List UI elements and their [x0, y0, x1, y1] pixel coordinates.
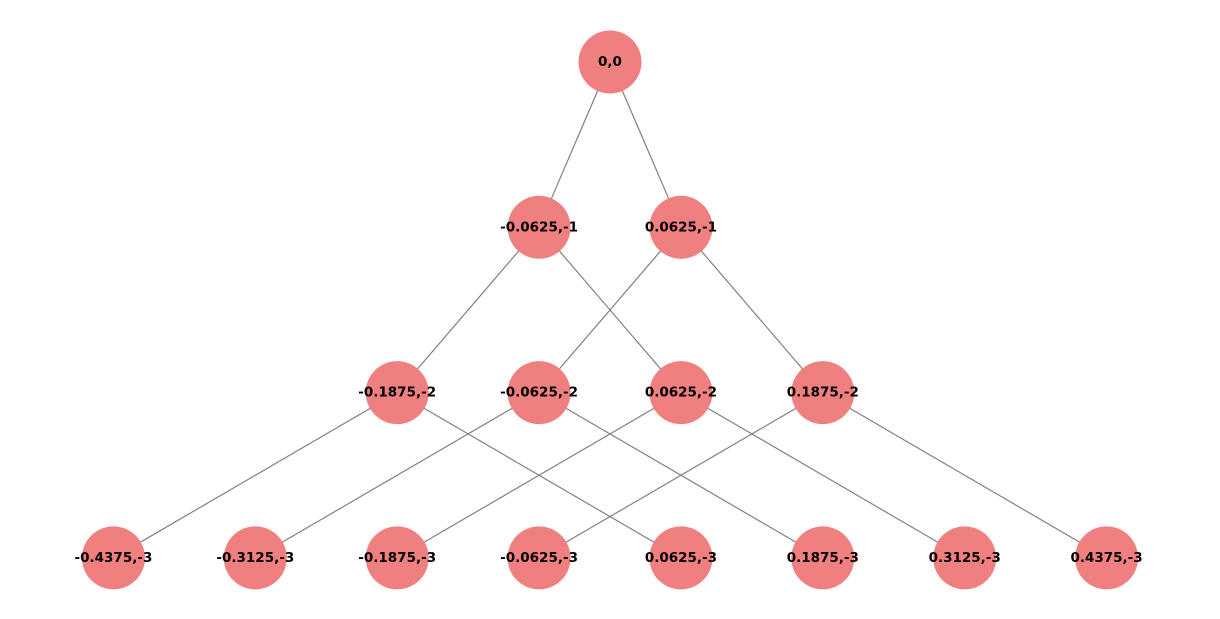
- edge-n3-n7: [113, 392, 398, 559]
- node-label: -0.3125,-3: [216, 550, 294, 566]
- node-circle: [365, 361, 429, 425]
- node-circle: [507, 195, 571, 259]
- node-circle: [223, 526, 287, 590]
- edge-n4-n8: [255, 392, 540, 559]
- tree-node: 0,0: [578, 30, 642, 94]
- tree-node: -0.1875,-3: [358, 526, 436, 590]
- edge-n2-n6: [680, 226, 824, 393]
- edge-n1-n3: [396, 226, 540, 393]
- tree-node: 0.0625,-3: [645, 526, 717, 590]
- edge-n5-n9: [396, 392, 682, 559]
- node-circle: [791, 361, 855, 425]
- node-label: 0.3125,-3: [929, 550, 1001, 566]
- tree-node: 0.0625,-2: [645, 361, 717, 425]
- node-circle: [507, 526, 571, 590]
- node-label: -0.1875,-3: [358, 550, 436, 566]
- node-circle: [791, 526, 855, 590]
- node-label: 0.1875,-3: [787, 550, 859, 566]
- tree-node: -0.0625,-1: [500, 195, 578, 259]
- node-label: 0.0625,-2: [645, 385, 717, 401]
- node-circle: [507, 361, 571, 425]
- node-label: 0.1875,-2: [787, 385, 859, 401]
- node-circle: [649, 526, 713, 590]
- edges-layer: [113, 61, 1107, 559]
- tree-node: 0.3125,-3: [929, 526, 1001, 590]
- node-label: 0.0625,-1: [645, 219, 717, 235]
- tree-node: 0.0625,-1: [645, 195, 717, 259]
- tree-node: -0.3125,-3: [216, 526, 294, 590]
- edge-n6-n14: [822, 392, 1107, 559]
- node-circle: [933, 526, 997, 590]
- tree-node: 0.1875,-2: [787, 361, 859, 425]
- edge-n6-n10: [538, 392, 824, 559]
- node-label: -0.0625,-3: [500, 550, 578, 566]
- edge-n5-n13: [680, 392, 965, 559]
- node-label: -0.0625,-2: [500, 385, 578, 401]
- tree-node: -0.1875,-2: [358, 361, 436, 425]
- node-label: 0.0625,-3: [645, 550, 717, 566]
- tree-node: -0.0625,-3: [500, 526, 578, 590]
- tree-node: -0.0625,-2: [500, 361, 578, 425]
- node-circle: [649, 195, 713, 259]
- nodes-layer: 0,0 -0.0625,-1 0.0625,-1 -0.1875,-2 -0.0625,…: [75, 30, 1143, 590]
- node-label: -0.1875,-2: [358, 385, 436, 401]
- tree-node: 0.4375,-3: [1070, 526, 1143, 590]
- node-label: 0.4375,-3: [1070, 550, 1142, 566]
- node-label: -0.0625,-1: [500, 219, 578, 235]
- edge-n2-n4: [538, 226, 682, 393]
- node-circle: [365, 526, 429, 590]
- node-circle: [578, 30, 642, 94]
- tree-node: -0.4375,-3: [75, 526, 153, 590]
- node-label: -0.4375,-3: [75, 550, 153, 566]
- node-circle: [81, 526, 145, 590]
- node-circle: [649, 361, 713, 425]
- tree-node: 0.1875,-3: [787, 526, 859, 590]
- node-label: 0,0: [598, 54, 622, 70]
- node-circle: [1075, 526, 1139, 590]
